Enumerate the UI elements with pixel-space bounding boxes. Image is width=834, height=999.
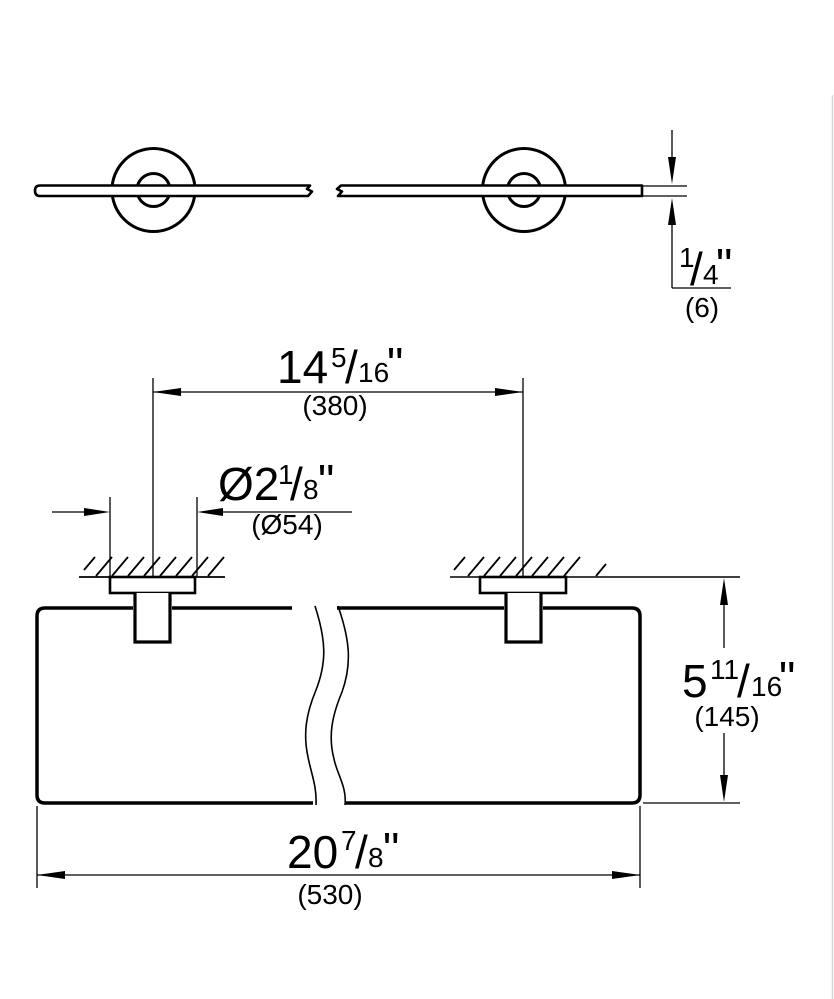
shelf-edge-right-segment — [335, 184, 644, 198]
dimension-depth: 5 11 / 16 " (145) — [643, 578, 795, 804]
spacing-whole-number: 14 — [277, 341, 328, 393]
spacing-slash: / — [345, 341, 358, 393]
right-wall-hatching — [453, 556, 607, 577]
dimension-width: 20 7 / 8 " (530) — [36, 806, 641, 910]
thickness-denominator: 4 — [703, 259, 719, 290]
diameter-denominator: 8 — [303, 474, 319, 505]
depth-slash: / — [737, 655, 750, 707]
diameter-whole-number: Ø2 — [218, 458, 279, 510]
diameter-metric-value: (Ø54) — [251, 509, 323, 540]
spacing-numerator: 5 — [331, 342, 347, 373]
diameter-slash: / — [290, 458, 303, 510]
thickness-metric-value: (6) — [685, 292, 719, 323]
thickness-unit-mark: " — [716, 239, 732, 291]
spacing-arrow-left-icon — [153, 388, 181, 396]
width-arrow-right-icon — [612, 871, 640, 879]
thickness-arrow-down-icon — [668, 157, 676, 184]
dimension-thickness: 1 / 4 " (6) — [668, 130, 732, 323]
spacing-denominator: 16 — [358, 357, 389, 388]
width-whole-number: 20 — [287, 826, 338, 878]
dimension-flange-diameter: Ø2 1 / 8 " (Ø54) — [52, 455, 352, 576]
dimension-hole-spacing: 14 5 / 16 " (380) — [152, 338, 524, 576]
depth-arrow-up-icon — [720, 578, 728, 605]
depth-denominator: 16 — [751, 671, 782, 702]
depth-metric-value: (145) — [694, 701, 759, 732]
diameter-numerator: 1 — [278, 459, 294, 490]
left-mount-stem — [133, 593, 172, 644]
right-mount-flange — [478, 575, 568, 595]
width-numerator: 7 — [341, 825, 357, 856]
width-unit-mark: " — [383, 823, 399, 875]
left-mount-flange — [108, 575, 197, 595]
top-view — [33, 147, 687, 233]
width-arrow-left-icon — [37, 871, 65, 879]
spacing-metric-value: (380) — [302, 390, 367, 421]
diameter-unit-mark: " — [318, 455, 334, 507]
width-slash: / — [355, 826, 368, 878]
right-mount-stem — [504, 593, 543, 644]
width-denominator: 8 — [368, 842, 384, 873]
shelf-outline-right — [337, 606, 642, 805]
thickness-arrow-up-icon — [668, 198, 676, 225]
thickness-numerator: 1 — [679, 242, 695, 273]
spacing-unit-mark: " — [387, 338, 403, 390]
diameter-arrow-right-icon — [84, 508, 110, 516]
left-wall-hatching — [83, 556, 225, 577]
spacing-arrow-right-icon — [495, 388, 523, 396]
break-line-left — [304, 605, 325, 806]
depth-arrow-down-icon — [720, 775, 728, 802]
break-line-right — [330, 605, 350, 806]
depth-unit-mark: " — [779, 652, 795, 704]
front-view — [35, 556, 740, 806]
diameter-arrow-left-icon — [197, 508, 223, 516]
shelf-outline-left — [35, 606, 313, 805]
width-metric-value: (530) — [297, 879, 362, 910]
depth-numerator: 11 — [710, 654, 739, 685]
shelf-edge-left-segment — [33, 184, 314, 198]
depth-whole-number: 5 — [682, 655, 708, 707]
thickness-slash: / — [690, 243, 703, 295]
